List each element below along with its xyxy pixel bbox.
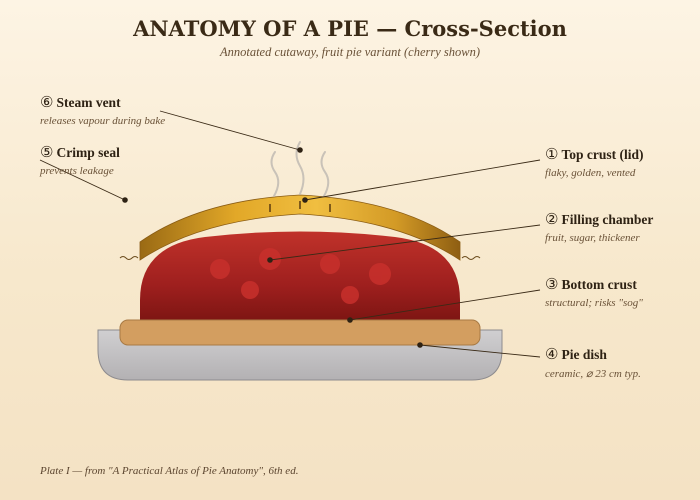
label-description: structural; risks "sog" [545,297,643,309]
label-description: fruit, sugar, thickener [545,232,640,244]
top-crust-shape [139,194,461,261]
label-number: ① [545,147,559,163]
cherry [210,259,230,279]
label-name: Crimp seal [56,145,120,160]
cherry [369,263,391,285]
filling-shape [140,231,460,322]
cherry [241,281,259,299]
label-number: ③ [545,277,559,293]
label-description: ceramic, ⌀ 23 cm typ. [545,368,641,380]
vent-slits [269,201,331,212]
cherry [341,286,359,304]
leader-lines [39,110,541,358]
diagram-title: ANATOMY OF A PIE — Cross-Section [133,16,567,41]
label-number: ⑤ [40,145,54,161]
label-name: Pie dish [561,347,607,362]
bottom-crust-shape [119,319,481,346]
cherry [320,254,340,274]
diagram-subtitle: Annotated cutaway, fruit pie variant (ch… [219,45,481,59]
label-name: Top crust (lid) [561,147,644,162]
label-number: ⑥ [40,95,54,111]
label-name: Bottom crust [561,277,637,292]
label-description: releases vapour during bake [40,115,166,127]
crimp-seals [119,256,481,260]
label-name: Steam vent [56,95,121,110]
label-number: ④ [545,347,559,363]
label-description: flaky, golden, vented [545,167,636,179]
label-description: prevents leakage [40,165,114,177]
label-name: Filling chamber [561,212,654,227]
plate-caption: Plate I — from "A Practical Atlas of Pie… [40,465,299,477]
label-number: ② [545,212,559,228]
